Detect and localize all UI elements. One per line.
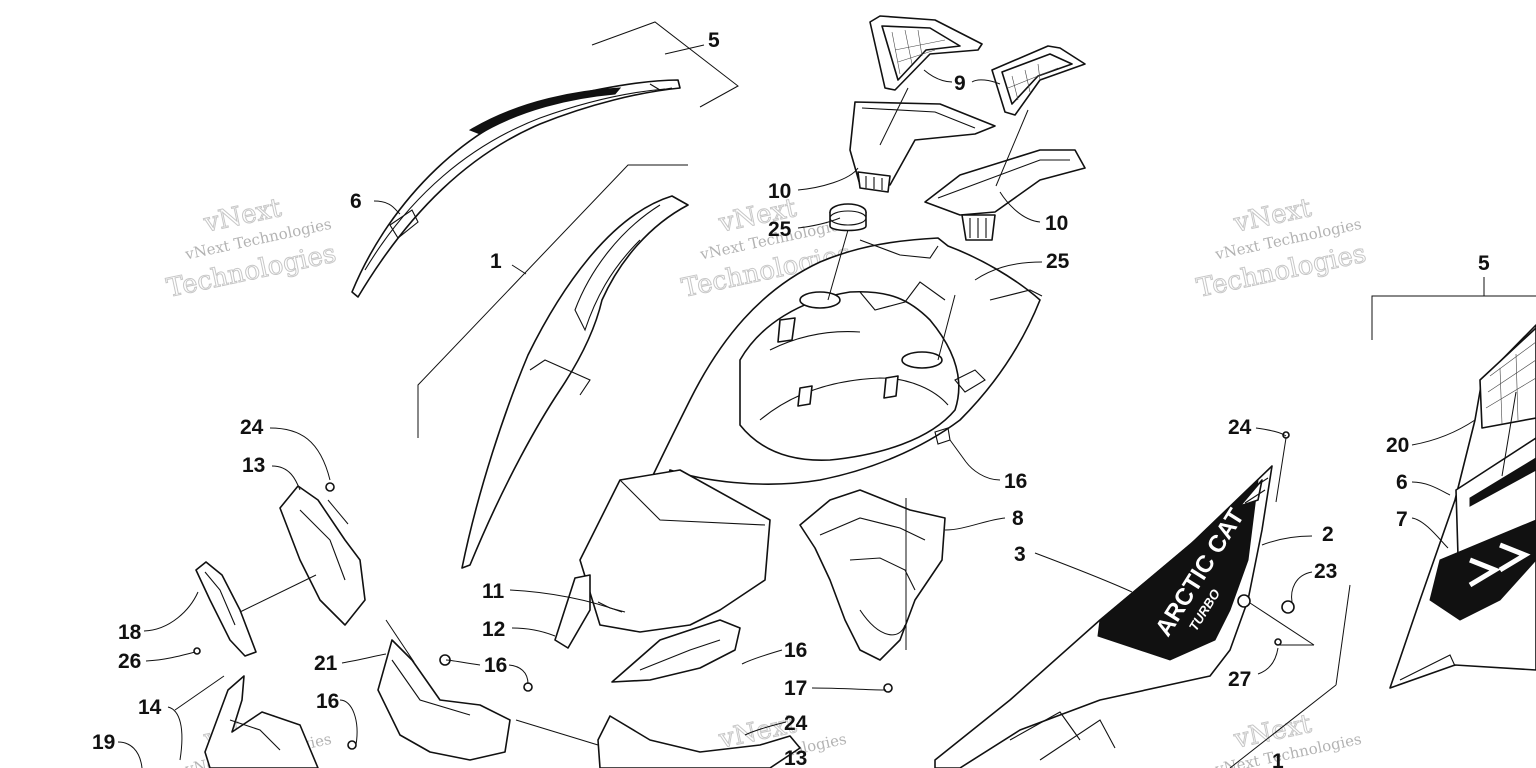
watermark-bottom-right: vNext Technologies vNext (1213, 709, 1363, 768)
vent-housing-10-left-part (849, 101, 996, 193)
callout-16-mid: 16 (1004, 470, 1027, 493)
callout-6-right: 6 (1396, 471, 1408, 494)
left-cluster-18-part (193, 561, 257, 657)
vent-9a-part (869, 15, 983, 91)
callout-26: 26 (118, 650, 141, 673)
boot-25-left-part (829, 203, 867, 232)
left-cluster-21-part (377, 639, 533, 761)
callout-7: 7 (1396, 508, 1408, 531)
callout-20: 20 (1386, 434, 1409, 457)
callout-6-left: 6 (350, 190, 362, 213)
callout-8: 8 (1012, 507, 1024, 530)
left-cluster-13-part (279, 482, 366, 626)
callout-24-left: 24 (240, 416, 264, 439)
bracket-1 (417, 164, 688, 438)
side-panel-right-part: ARCTIC CAT TURBO (934, 431, 1295, 768)
bracket-5-right (1371, 277, 1536, 340)
callout-24-bottom: 24 (784, 712, 808, 735)
side-panel-left-part (461, 195, 689, 569)
callout-1-bottom: 1 (1272, 750, 1284, 768)
callout-16-left: 16 (316, 690, 339, 713)
callout-27: 27 (1228, 668, 1251, 691)
callout-11: 11 (482, 580, 505, 603)
side-panel-far-right-part (1389, 324, 1536, 689)
callout-13-bottom: 13 (784, 747, 807, 768)
watermark-right: vNext Technologies vNext Technologies (1194, 193, 1370, 305)
lower-cowl-part (597, 715, 801, 768)
callout-16-lower: 16 (484, 654, 507, 677)
callout-23: 23 (1314, 560, 1337, 583)
callout-19: 19 (92, 731, 115, 754)
callout-13-left: 13 (242, 454, 265, 477)
vent-housing-10-right-part (924, 149, 1086, 241)
hood-body-part (611, 237, 1043, 601)
callout-25-left: 25 (768, 218, 792, 241)
callout-12: 12 (482, 618, 505, 641)
callout-5-right: 5 (1478, 252, 1490, 275)
callout-16-bottom-mid: 16 (784, 639, 807, 662)
callout-24-right: 24 (1228, 416, 1252, 439)
lower-center-panel-part (554, 469, 771, 683)
callout-18: 18 (118, 621, 142, 644)
bracket-5-top (591, 21, 739, 108)
callout-5-top: 5 (708, 29, 720, 52)
callout-3: 3 (1014, 543, 1026, 566)
callout-17: 17 (784, 677, 807, 700)
callout-21: 21 (314, 652, 338, 675)
callout-10-left: 10 (768, 180, 791, 203)
callout-25-right: 25 (1046, 250, 1070, 273)
callout-labels: 5 9 6 10 25 10 1 25 24 13 16 8 3 2 23 11… (92, 29, 1490, 768)
windshield-trim-part (351, 79, 681, 298)
callout-9: 9 (954, 72, 966, 95)
callout-14: 14 (138, 696, 162, 719)
leader-lines (117, 69, 1517, 768)
duct-8-part (799, 489, 946, 693)
callout-2: 2 (1322, 523, 1334, 546)
vent-9b-part (991, 45, 1086, 116)
callout-1: 1 (490, 250, 502, 273)
callout-10-right: 10 (1045, 212, 1068, 235)
watermark-center-left: vNext Technologies vNext Technologies (164, 193, 340, 305)
left-cluster-14-part (204, 675, 357, 768)
